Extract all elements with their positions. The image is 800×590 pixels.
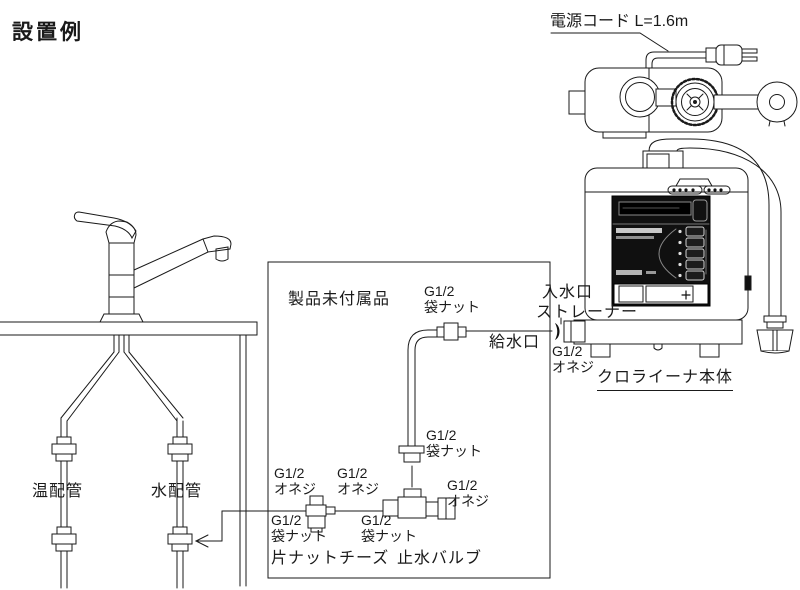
supply-pipes [51, 334, 193, 589]
cold-water-pipe [167, 417, 193, 589]
hot-water-pipe [51, 417, 77, 589]
arrowhead [194, 534, 209, 548]
page-title: 設置例 [12, 21, 84, 44]
label-not-included: 製品未付属品 [288, 291, 391, 308]
power-cord-leader [550, 32, 669, 52]
control-panel [611, 195, 711, 307]
top-vent [667, 178, 731, 195]
spout-arm [713, 94, 759, 110]
label-power-cord: 電源コード L=1.6m [550, 13, 689, 30]
faucet-spout [202, 235, 232, 253]
foot-right [699, 343, 720, 358]
label-stop-valve: 止水バルブ [397, 550, 483, 567]
foot-left [590, 343, 611, 358]
panel-heading-text [616, 228, 662, 233]
hose-spout [756, 315, 794, 354]
label-strainer: ストレーナー [536, 304, 639, 321]
arrow-leader [194, 510, 307, 548]
label-supply-port: 給水口 [489, 334, 541, 351]
base [573, 319, 743, 345]
panel-corner-button [692, 199, 708, 222]
side-tab [744, 275, 752, 291]
counter [0, 321, 258, 587]
power-cord [550, 32, 758, 85]
power-plug [705, 44, 758, 66]
led-indicators [678, 229, 682, 278]
not-included-box-outline [267, 261, 551, 579]
arm-flange [756, 81, 798, 127]
stop-valve [382, 488, 456, 520]
brand-logo [616, 270, 642, 275]
label-hot-pipe: 温配管 [32, 483, 84, 500]
cross-icon [681, 290, 691, 300]
ionizer-front-view [555, 167, 752, 358]
label-cold-pipe: 水配管 [151, 483, 203, 500]
output-hose [642, 138, 794, 354]
connection-hose [398, 322, 467, 488]
label-inlet: 入水口 [542, 284, 594, 301]
ionizer-top-view [568, 67, 798, 139]
label-single-nut-tee: 片ナットチーズ [271, 550, 390, 567]
inlet-strainer [555, 320, 586, 343]
faucet [73, 211, 232, 323]
label-main-unit: クロライーナ本体 [597, 368, 734, 392]
faucet-lever [73, 211, 137, 240]
mode-buttons [685, 226, 705, 281]
